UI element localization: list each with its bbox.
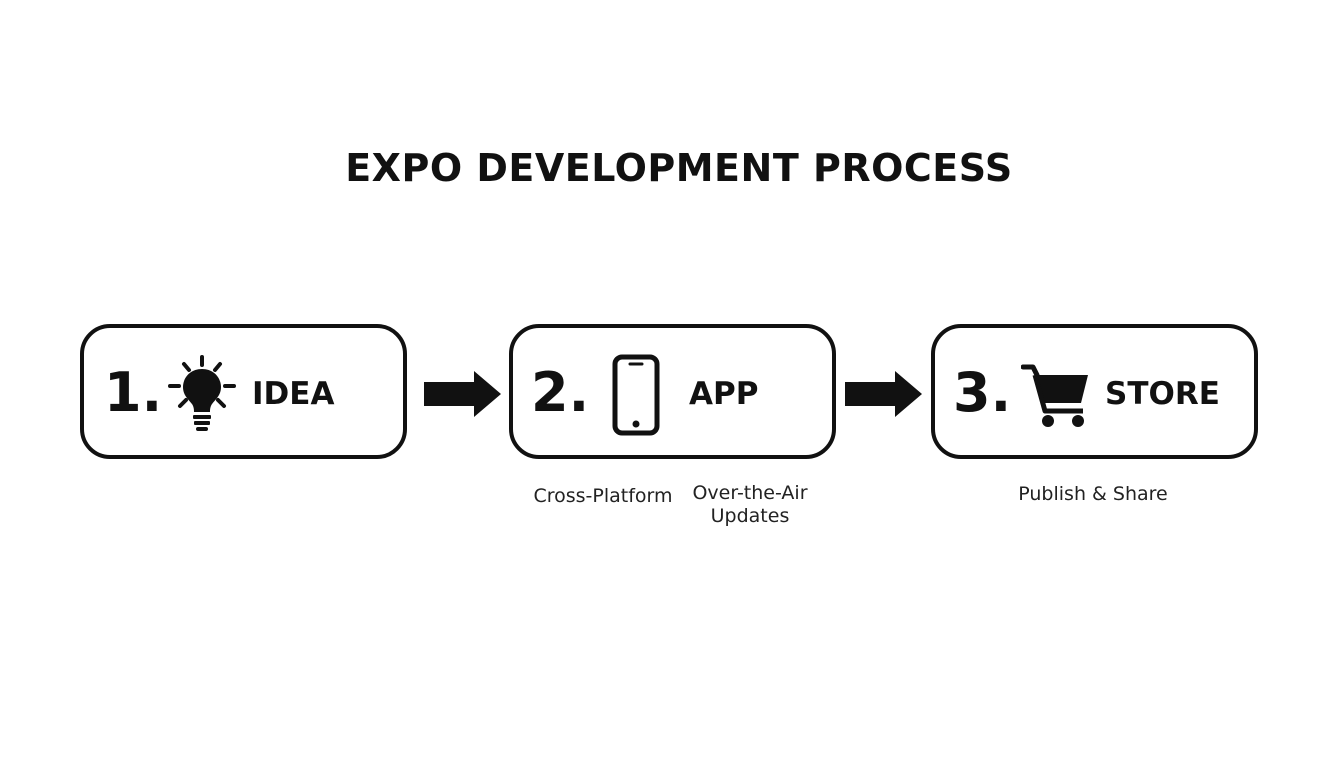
caption-cross-platform: Cross-Platform [533, 485, 673, 507]
step-number: 2. [531, 361, 590, 424]
shopping-cart-icon [1021, 364, 1088, 427]
flow-arrow-right [845, 371, 922, 417]
smartphone-icon [612, 354, 660, 436]
caption-publish-share: Publish & Share [1018, 483, 1168, 505]
diagram-title: EXPO DEVELOPMENT PROCESS [345, 146, 1013, 190]
caption-over-the-air-updates: Over-the-Air Updates [692, 482, 808, 527]
step-number: 1. [104, 361, 163, 424]
step-number: 3. [953, 361, 1012, 424]
step-box-idea: 1. IDEA [80, 324, 407, 459]
step-label-app: APP [689, 376, 759, 412]
step-box-app: 2. APP [509, 324, 836, 459]
flow-arrow-right [424, 371, 501, 417]
step-label-store: STORE [1105, 376, 1220, 412]
lightbulb-icon [168, 355, 236, 431]
step-label-idea: IDEA [252, 376, 335, 412]
step-box-store: 3. STORE [931, 324, 1258, 459]
